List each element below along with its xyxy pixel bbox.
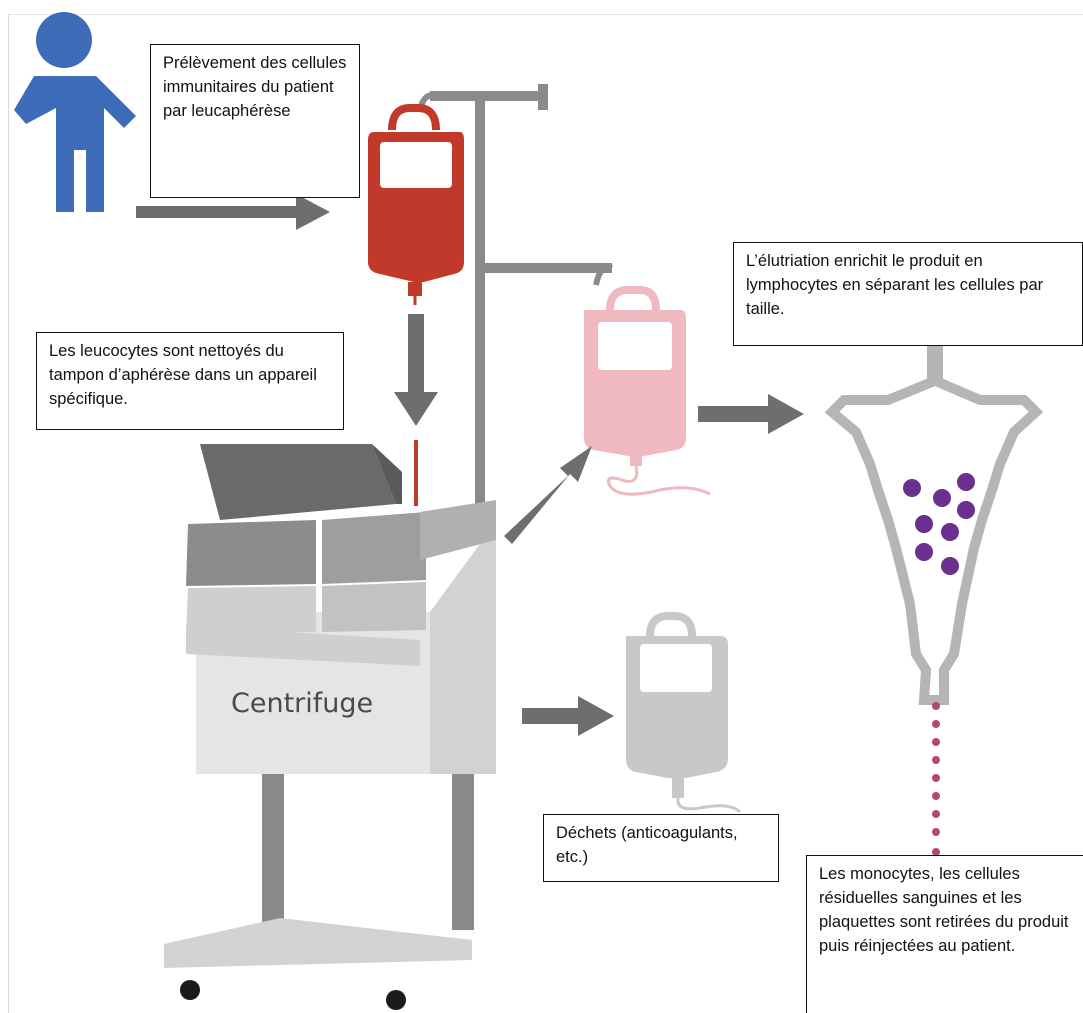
arrow-enriched-to-chamber [698, 394, 804, 434]
note-cleaning: Les leucocytes sont nettoyés du tampon d… [36, 332, 344, 430]
elutriation-chamber-icon [824, 340, 1044, 705]
arrow-patient-to-bag [136, 194, 330, 230]
residual-cells-stream [932, 702, 940, 856]
centrifuge-machine-icon [164, 444, 496, 1010]
arrow-bag-to-machine [394, 314, 438, 426]
note-reinjection: Les monocytes, les cellules résiduelles … [806, 855, 1083, 1013]
waste-bag-icon [626, 612, 742, 814]
enriched-bag-icon [584, 286, 711, 496]
person-icon [14, 12, 136, 212]
note-waste: Déchets (anticoagulants, etc.) [543, 814, 779, 882]
arrow-machine-to-waste [522, 696, 614, 736]
note-elutriation: L’élutriation enrichit le produit en lym… [733, 242, 1083, 346]
machine-label: Centrifuge [231, 688, 374, 719]
iv-pole-icon [430, 91, 612, 515]
diagram-frame [8, 14, 1083, 1013]
note-patient: Prélèvement des cellules immunitaires du… [150, 44, 360, 198]
arrow-machine-to-enriched [504, 446, 592, 544]
blood-bag-icon [368, 104, 464, 305]
